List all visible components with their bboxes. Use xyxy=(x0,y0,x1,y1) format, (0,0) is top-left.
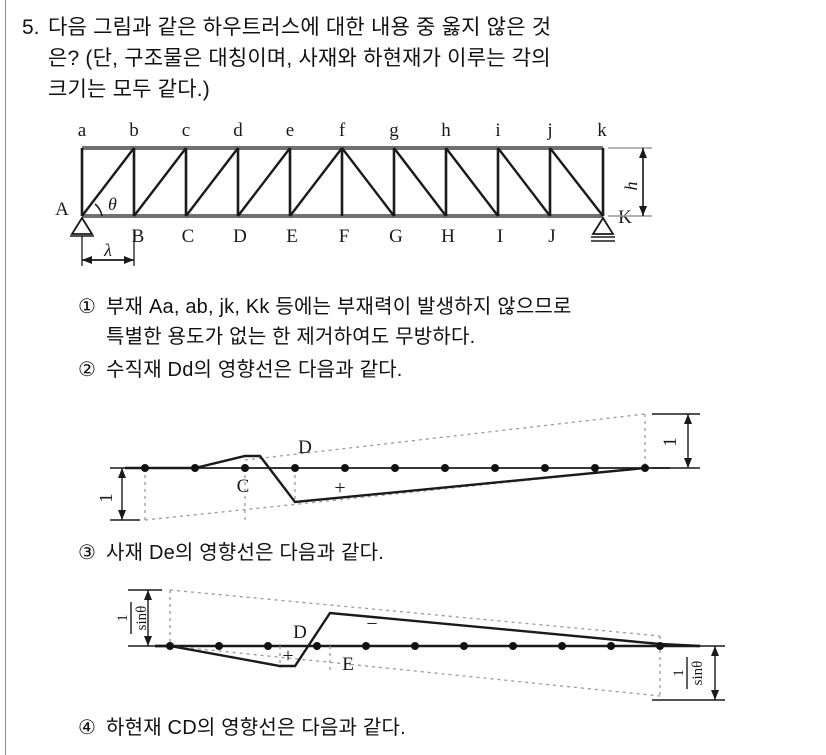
question-number: 5. xyxy=(22,16,40,39)
truss-top-label-j: j xyxy=(546,120,552,141)
option-4-line-1: 하현재 CD의 영향선은 다음과 같다. xyxy=(106,717,406,739)
truss-panel-dimension: λ xyxy=(81,230,135,266)
truss-angle-label: θ xyxy=(108,194,117,214)
truss-angle-arc xyxy=(94,203,103,217)
il-De-right-denominator: sinθ xyxy=(690,661,706,686)
truss-top-label-c: c xyxy=(182,120,190,141)
il-De-label-D: D xyxy=(293,622,307,643)
truss-top-label-e: e xyxy=(286,120,294,141)
truss-top-label-d: d xyxy=(233,120,243,141)
question-stem: 5. 다음 그림과 같은 하우트러스에 대한 내용 중 옳지 않은 것 은? (… xyxy=(22,12,802,105)
il-De-sign-minus: − xyxy=(366,613,377,635)
truss-top-label-g: g xyxy=(389,120,399,141)
truss-bottom-labels: A B C D E F G H I J K xyxy=(55,199,632,247)
option-2[interactable]: ② 수직재 Dd의 영향선은 다음과 같다. xyxy=(78,355,808,385)
option-1[interactable]: ① 부재 Aa, ab, jk, Kk 등에는 부재력이 발생하지 않으므로 특… xyxy=(78,292,808,352)
il-De-ordinate-left: 1 sinθ xyxy=(115,589,162,647)
influence-line-Dd-figure: C D + 1 1 xyxy=(100,398,740,538)
truss-support-right xyxy=(591,216,615,242)
truss-bottom-label-F: F xyxy=(339,226,350,247)
truss-top-label-a: a xyxy=(78,120,87,141)
truss-bottom-label-D: D xyxy=(233,226,247,247)
il-De-right-numerator: 1 xyxy=(671,669,687,677)
question-line-1: 다음 그림과 같은 하우트러스에 대한 내용 중 옳지 않은 것 xyxy=(48,16,552,39)
influence-line-Dd-svg: C D + 1 1 xyxy=(100,413,700,521)
il-De-node-markers xyxy=(166,642,664,650)
influence-line-De-figure: D E + − 1 sinθ xyxy=(100,578,760,714)
il-De-diagram-line xyxy=(155,611,701,668)
truss-bottom-label-B: B xyxy=(132,226,145,247)
il-Dd-diagram-line xyxy=(125,454,646,504)
option-1-line-1: 부재 Aa, ab, jk, Kk 등에는 부재력이 발생하지 않으므로 xyxy=(106,296,572,318)
question-line-3: 크기는 모두 같다.) xyxy=(48,78,210,101)
il-De-ordinate-left-fraction: 1 sinθ xyxy=(115,602,150,634)
truss-panel-label: λ xyxy=(103,240,112,260)
truss-top-label-f: f xyxy=(339,120,346,141)
truss-bottom-label-I: I xyxy=(497,226,503,247)
option-3-line-1: 사재 De의 영향선은 다음과 같다. xyxy=(106,542,384,564)
option-4[interactable]: ④ 하현재 CD의 영향선은 다음과 같다. xyxy=(78,713,808,743)
truss-bottom-label-G: G xyxy=(389,226,403,247)
il-De-left-numerator: 1 xyxy=(115,614,131,622)
il-Dd-label-D: D xyxy=(298,437,312,458)
truss-bottom-label-C: C xyxy=(182,226,195,247)
truss-top-label-b: b xyxy=(129,120,139,141)
option-2-marker: ② xyxy=(78,359,96,381)
il-Dd-label-C: C xyxy=(237,476,250,497)
il-Dd-construction-lines xyxy=(144,413,646,521)
truss-top-label-k: k xyxy=(597,120,607,141)
il-Dd-ordinate-left-label: 1 xyxy=(100,493,117,503)
il-De-label-E: E xyxy=(342,654,354,675)
option-4-text: 하현재 CD의 영향선은 다음과 같다. xyxy=(106,713,406,743)
question-line-2: 은? (단, 구조물은 대칭이며, 사재와 하현재가 이루는 각의 xyxy=(48,47,551,70)
truss-bottom-label-H: H xyxy=(441,226,455,247)
truss-diagonals xyxy=(81,147,604,217)
option-2-text: 수직재 Dd의 영향선은 다음과 같다. xyxy=(106,355,403,385)
truss-height-label: h xyxy=(621,182,641,191)
truss-bottom-label-A: A xyxy=(55,199,69,220)
truss-bottom-label-E: E xyxy=(286,226,298,247)
il-Dd-ordinate-right-label: 1 xyxy=(660,437,681,447)
truss-top-label-h: h xyxy=(441,120,451,141)
option-3[interactable]: ③ 사재 De의 영향선은 다음과 같다. xyxy=(78,538,808,568)
howe-truss-svg: a b c d e f g h i j k xyxy=(55,120,652,266)
option-3-marker: ③ xyxy=(78,542,96,564)
il-De-ordinate-right: 1 sinθ xyxy=(652,645,725,701)
il-De-sign-plus: + xyxy=(282,645,293,667)
truss-height-dimension: h xyxy=(608,147,652,217)
il-Dd-node-markers xyxy=(141,464,649,472)
il-Dd-sign-plus: + xyxy=(334,477,345,499)
il-Dd-ordinate-left: 1 xyxy=(100,467,140,521)
option-2-line-1: 수직재 Dd의 영향선은 다음과 같다. xyxy=(106,359,403,381)
truss-bottom-label-J: J xyxy=(548,226,555,247)
il-De-ordinate-right-fraction: 1 sinθ xyxy=(671,657,706,689)
truss-verticals xyxy=(80,148,605,216)
truss-support-left xyxy=(70,216,94,237)
option-1-marker: ① xyxy=(78,296,96,318)
page-left-rule xyxy=(5,0,6,755)
option-1-line-2: 특별한 용도가 없는 한 제거하여도 무방하다. xyxy=(106,326,476,348)
truss-top-labels: a b c d e f g h i j k xyxy=(78,120,607,141)
truss-top-label-i: i xyxy=(495,120,500,141)
option-3-text: 사재 De의 영향선은 다음과 같다. xyxy=(106,538,384,568)
truss-bottom-label-K: K xyxy=(618,207,632,228)
question-text: 다음 그림과 같은 하우트러스에 대한 내용 중 옳지 않은 것 은? (단, … xyxy=(48,12,551,105)
option-1-text: 부재 Aa, ab, jk, Kk 등에는 부재력이 발생하지 않으므로 특별한… xyxy=(106,292,572,352)
influence-line-De-svg: D E + − 1 sinθ xyxy=(115,589,725,701)
howe-truss-figure: a b c d e f g h i j k xyxy=(40,118,660,270)
il-Dd-ordinate-right: 1 xyxy=(652,413,700,469)
il-De-left-denominator: sinθ xyxy=(134,606,150,631)
option-4-marker: ④ xyxy=(78,717,96,739)
